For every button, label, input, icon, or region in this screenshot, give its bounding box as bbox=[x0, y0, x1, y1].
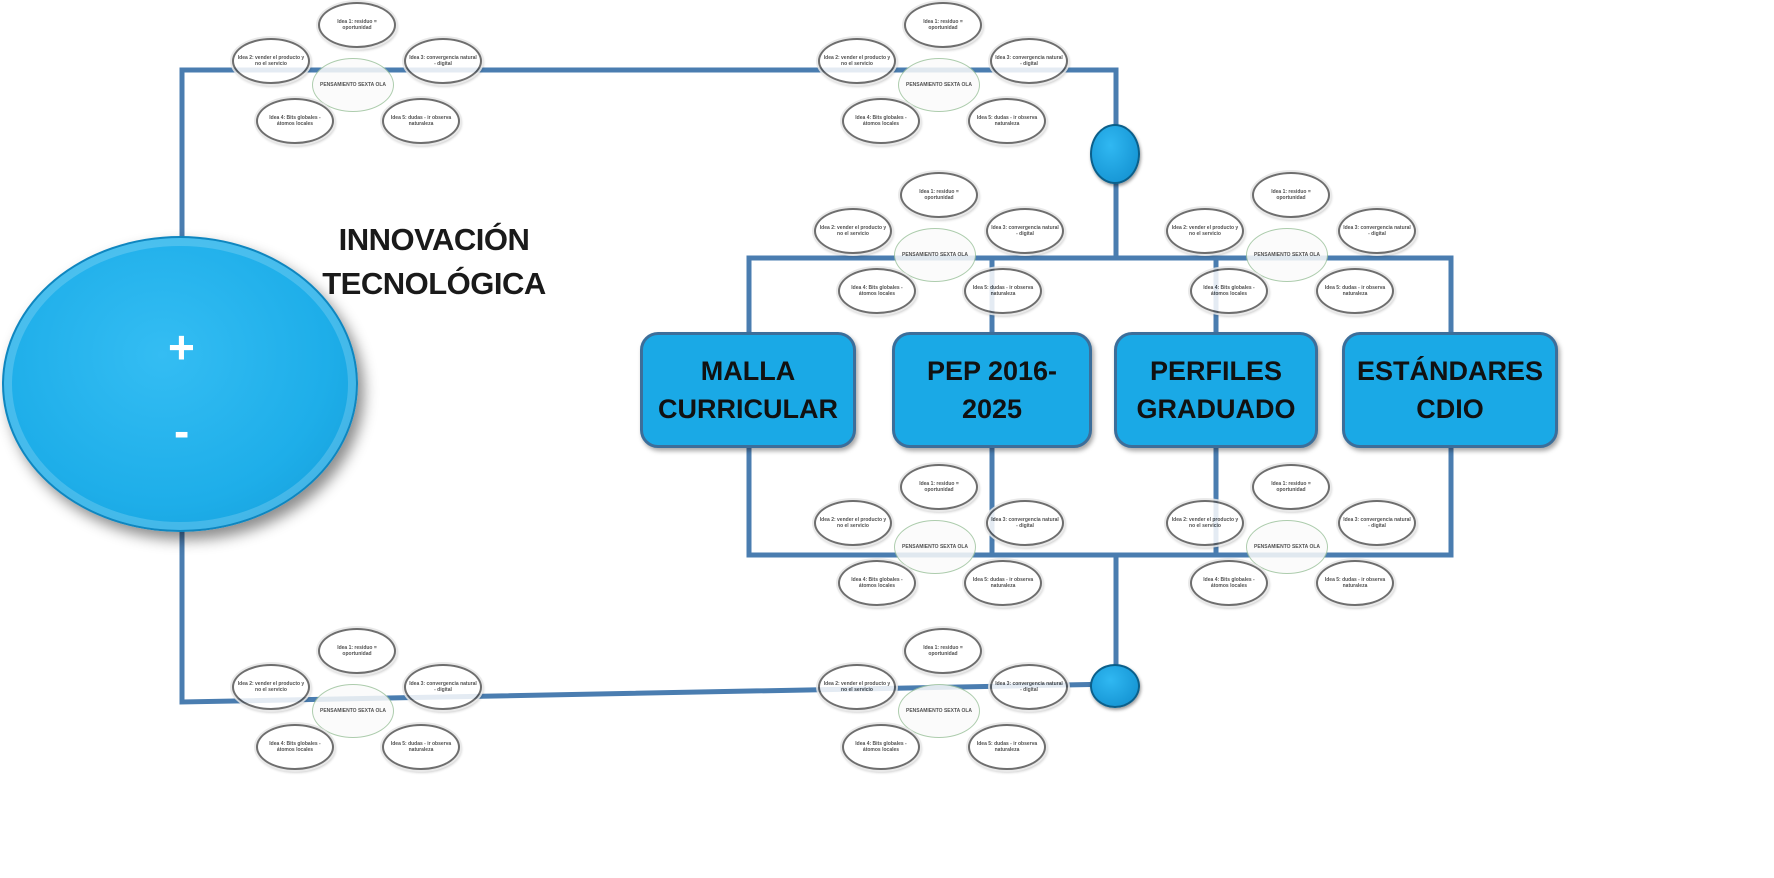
idea-cluster-hub: PENSAMIENTO SEXTA OLA bbox=[1246, 228, 1328, 282]
idea-petal: Idea 2: vender el producto y no el servi… bbox=[1166, 208, 1244, 254]
idea-petal: Idea 5: dudas - ir observa naturaleza bbox=[968, 724, 1046, 770]
idea-petal: Idea 5: dudas - ir observa naturaleza bbox=[382, 98, 460, 144]
idea-petal: Idea 4: Bits globales - átomos locales bbox=[256, 724, 334, 770]
idea-petal: Idea 5: dudas - ir observa naturaleza bbox=[968, 98, 1046, 144]
idea-petal: Idea 5: dudas - ir observa naturaleza bbox=[1316, 268, 1394, 314]
node-label-line-2: GRADUADO bbox=[1136, 394, 1296, 424]
idea-cluster-hub: PENSAMIENTO SEXTA OLA bbox=[312, 58, 394, 112]
idea-cluster-hub: PENSAMIENTO SEXTA OLA bbox=[1246, 520, 1328, 574]
idea-cluster-hub: PENSAMIENTO SEXTA OLA bbox=[898, 684, 980, 738]
idea-petal: Idea 2: vender el producto y no el servi… bbox=[232, 38, 310, 84]
idea-petal: Idea 5: dudas - ir observa naturaleza bbox=[964, 268, 1042, 314]
idea-cluster-hub: PENSAMIENTO SEXTA OLA bbox=[894, 228, 976, 282]
idea-petal: Idea 3: convergencia natural - digital bbox=[1338, 208, 1416, 254]
idea-cluster: PENSAMIENTO SEXTA OLA Idea 1: residuo = o… bbox=[808, 626, 1068, 796]
node-perfiles-graduado: PERFILES GRADUADO bbox=[1114, 332, 1318, 448]
idea-petal: Idea 1: residuo = oportunidad bbox=[318, 2, 396, 48]
node-label-line-1: PERFILES bbox=[1149, 356, 1283, 386]
idea-petal: Idea 4: Bits globales - átomos locales bbox=[1190, 560, 1268, 606]
idea-petal: Idea 2: vender el producto y no el servi… bbox=[818, 38, 896, 84]
idea-petal: Idea 2: vender el producto y no el servi… bbox=[1166, 500, 1244, 546]
idea-petal: Idea 4: Bits globales - átomos locales bbox=[838, 268, 916, 314]
title-line-1: INNOVACIÓN bbox=[338, 222, 530, 257]
idea-cluster: PENSAMIENTO SEXTA OLA Idea 1: residuo = o… bbox=[804, 170, 1064, 340]
node-label-line-1: ESTÁNDARES bbox=[1356, 356, 1544, 386]
idea-petal: Idea 3: convergencia natural - digital bbox=[404, 664, 482, 710]
idea-petal: Idea 4: Bits globales - átomos locales bbox=[838, 560, 916, 606]
node-pep: PEP 2016- 2025 bbox=[892, 332, 1092, 448]
idea-cluster: PENSAMIENTO SEXTA OLA Idea 1: residuo = o… bbox=[222, 0, 482, 170]
idea-petal: Idea 4: Bits globales - átomos locales bbox=[1190, 268, 1268, 314]
idea-petal: Idea 5: dudas - ir observa naturaleza bbox=[382, 724, 460, 770]
idea-petal: Idea 1: residuo = oportunidad bbox=[1252, 464, 1330, 510]
idea-cluster: PENSAMIENTO SEXTA OLA Idea 1: residuo = o… bbox=[808, 0, 1068, 170]
idea-petal: Idea 3: convergencia natural - digital bbox=[990, 38, 1068, 84]
polarity-circle: + - bbox=[2, 236, 358, 532]
idea-cluster-hub: PENSAMIENTO SEXTA OLA bbox=[898, 58, 980, 112]
idea-petal: Idea 3: convergencia natural - digital bbox=[990, 664, 1068, 710]
idea-petal: Idea 2: vender el producto y no el servi… bbox=[814, 208, 892, 254]
idea-petal: Idea 3: convergencia natural - digital bbox=[986, 208, 1064, 254]
minus-sign: - bbox=[174, 405, 190, 457]
bottom-connector-node bbox=[1090, 664, 1140, 708]
diagram-title: INNOVACIÓN TECNOLÓGICA bbox=[318, 218, 550, 306]
idea-petal: Idea 1: residuo = oportunidad bbox=[904, 628, 982, 674]
idea-petal: Idea 2: vender el producto y no el servi… bbox=[814, 500, 892, 546]
idea-petal: Idea 2: vender el producto y no el servi… bbox=[818, 664, 896, 710]
idea-petal: Idea 3: convergencia natural - digital bbox=[986, 500, 1064, 546]
idea-petal: Idea 4: Bits globales - átomos locales bbox=[256, 98, 334, 144]
node-label-line-1: MALLA bbox=[700, 356, 796, 386]
idea-cluster-hub: PENSAMIENTO SEXTA OLA bbox=[894, 520, 976, 574]
idea-cluster: PENSAMIENTO SEXTA OLA Idea 1: residuo = o… bbox=[222, 626, 482, 796]
idea-cluster: PENSAMIENTO SEXTA OLA Idea 1: residuo = o… bbox=[804, 462, 1064, 632]
node-label-line-1: PEP 2016- bbox=[926, 356, 1058, 386]
idea-petal: Idea 4: Bits globales - átomos locales bbox=[842, 724, 920, 770]
idea-petal: Idea 1: residuo = oportunidad bbox=[318, 628, 396, 674]
idea-petal: Idea 3: convergencia natural - digital bbox=[404, 38, 482, 84]
idea-cluster-hub: PENSAMIENTO SEXTA OLA bbox=[312, 684, 394, 738]
idea-cluster: PENSAMIENTO SEXTA OLA Idea 1: residuo = o… bbox=[1156, 170, 1416, 340]
node-label-line-2: CDIO bbox=[1416, 394, 1484, 424]
idea-petal: Idea 1: residuo = oportunidad bbox=[1252, 172, 1330, 218]
idea-petal: Idea 3: convergencia natural - digital bbox=[1338, 500, 1416, 546]
idea-cluster: PENSAMIENTO SEXTA OLA Idea 1: residuo = o… bbox=[1156, 462, 1416, 632]
node-malla-curricular: MALLA CURRICULAR bbox=[640, 332, 856, 448]
title-line-2: TECNOLÓGICA bbox=[322, 266, 546, 301]
node-label-line-2: 2025 bbox=[961, 394, 1023, 424]
idea-petal: Idea 1: residuo = oportunidad bbox=[900, 464, 978, 510]
idea-petal: Idea 2: vender el producto y no el servi… bbox=[232, 664, 310, 710]
top-connector-node bbox=[1090, 124, 1140, 184]
idea-petal: Idea 1: residuo = oportunidad bbox=[904, 2, 982, 48]
plus-sign: + bbox=[168, 321, 195, 373]
node-estandares-cdio: ESTÁNDARES CDIO bbox=[1342, 332, 1558, 448]
idea-petal: Idea 1: residuo = oportunidad bbox=[900, 172, 978, 218]
idea-petal: Idea 5: dudas - ir observa naturaleza bbox=[1316, 560, 1394, 606]
idea-petal: Idea 5: dudas - ir observa naturaleza bbox=[964, 560, 1042, 606]
idea-petal: Idea 4: Bits globales - átomos locales bbox=[842, 98, 920, 144]
node-label-line-2: CURRICULAR bbox=[658, 394, 838, 424]
